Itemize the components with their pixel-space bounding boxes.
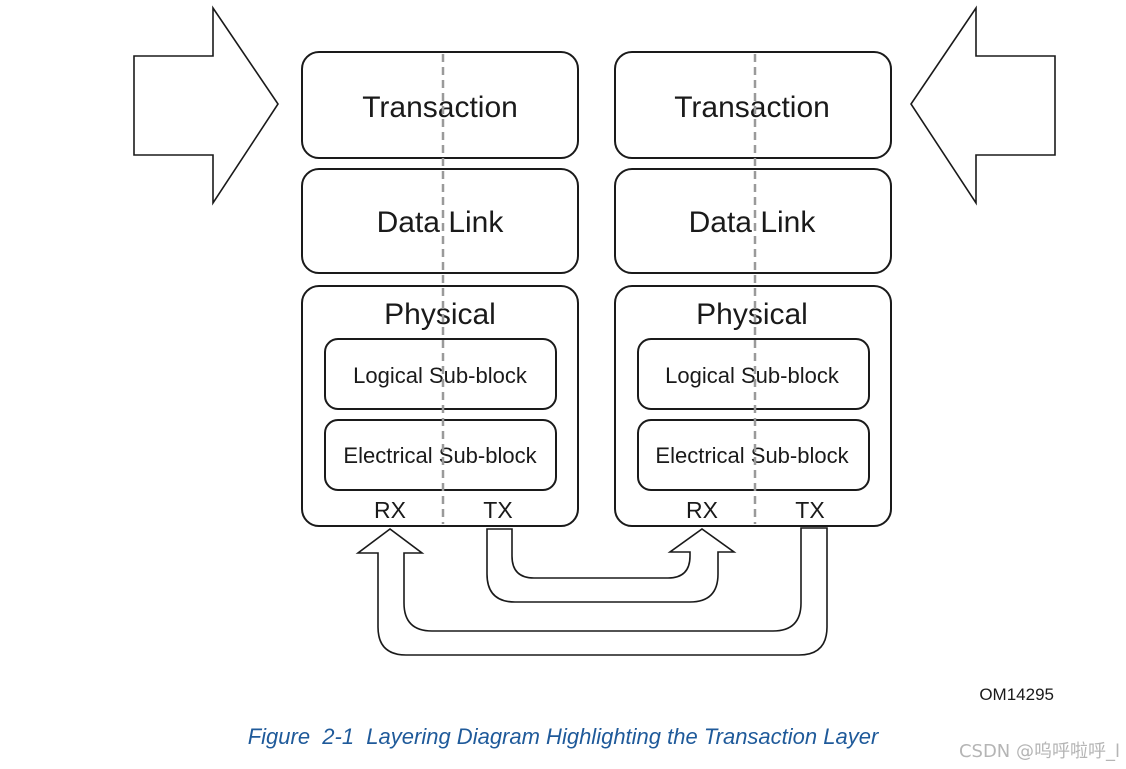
u-turn-up-arrow-icon — [355, 527, 828, 656]
right-arrow-icon — [133, 5, 279, 206]
right-electrical-sub-block-label: Electrical Sub-block — [655, 443, 849, 468]
left-physical-label: Physical — [384, 298, 496, 331]
right-physical-label: Physical — [696, 298, 808, 331]
figure-caption: Figure 2-1 Layering Diagram Highlighting… — [247, 724, 879, 749]
right-layer-stack: Transaction Data Link Physical Logical S… — [614, 51, 892, 527]
left-data-link-box — [301, 168, 579, 274]
left-logical-sub-block-label: Logical Sub-block — [353, 363, 528, 388]
left-electrical-sub-block-box — [324, 419, 557, 491]
left-transaction-label: Transaction — [362, 91, 518, 124]
right-tx-label: TX — [795, 497, 824, 523]
right-transaction-label: Transaction — [674, 91, 830, 124]
right-data-link-box — [614, 168, 892, 274]
right-logical-sub-block-box — [637, 338, 870, 410]
u-turn-up-arrow-icon — [486, 528, 737, 603]
right-data-link-label: Data Link — [689, 206, 817, 239]
left-arrow-icon — [910, 5, 1056, 206]
left-tx-label: TX — [483, 497, 512, 523]
left-data-link-label: Data Link — [377, 206, 505, 239]
left-transaction-box — [301, 51, 579, 159]
figure-id: OM14295 — [979, 685, 1054, 704]
left-layer-stack: Transaction Data Link Physical Logical S… — [301, 51, 579, 527]
left-rx-label: RX — [374, 497, 406, 523]
watermark: CSDN @呜呼啦呼_l — [958, 741, 1120, 762]
left-electrical-sub-block-label: Electrical Sub-block — [343, 443, 537, 468]
right-electrical-sub-block-box — [637, 419, 870, 491]
right-rx-label: RX — [686, 497, 718, 523]
right-logical-sub-block-label: Logical Sub-block — [665, 363, 840, 388]
left-logical-sub-block-box — [324, 338, 557, 410]
right-transaction-box — [614, 51, 892, 159]
